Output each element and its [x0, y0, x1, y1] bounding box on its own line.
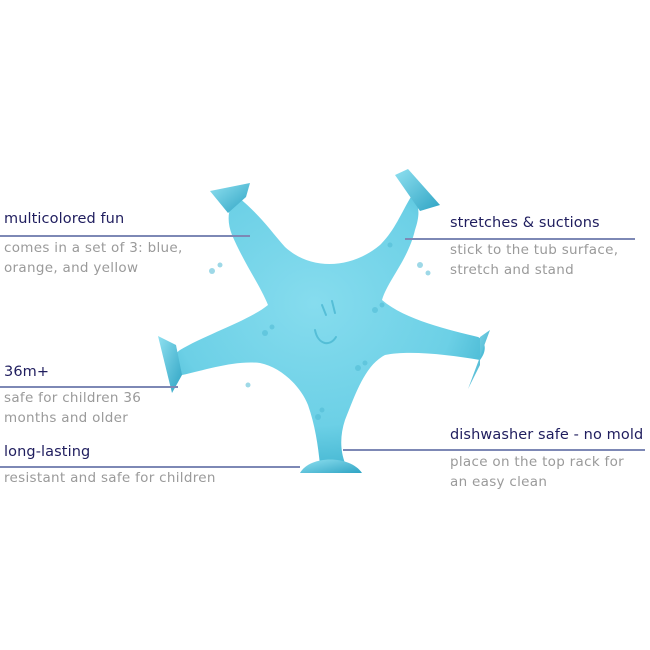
- feature-title-dishwasher: dishwasher safe - no mold: [450, 427, 644, 443]
- feature-desc-age: safe for children 36 months and older: [4, 388, 141, 428]
- feature-title-stretches: stretches & suctions: [450, 215, 600, 231]
- desc-line: safe for children 36: [4, 390, 142, 406]
- feature-desc-multicolored: comes in a set of 3: blue, orange, and y…: [4, 238, 183, 278]
- feature-title-age: 36m+: [4, 364, 50, 380]
- desc-line: months and older: [4, 410, 129, 426]
- starfish-toy-image: [158, 169, 490, 473]
- desc-line: orange, and yellow: [4, 260, 139, 276]
- desc-line: comes in a set of 3: blue,: [4, 240, 183, 256]
- feature-title-multicolored: multicolored fun: [4, 211, 125, 227]
- feature-title-long-lasting: long-lasting: [4, 444, 91, 460]
- feature-divider: [343, 449, 645, 451]
- desc-line: place on the top rack for: [450, 454, 624, 470]
- feature-divider: [0, 386, 178, 388]
- desc-line: stick to the tub surface,: [450, 242, 619, 258]
- feature-divider: [0, 235, 250, 237]
- feature-desc-long-lasting: resistant and safe for children: [4, 468, 216, 488]
- feature-desc-dishwasher: place on the top rack for an easy clean: [450, 452, 624, 492]
- feature-divider: [0, 466, 300, 468]
- desc-line: stretch and stand: [450, 262, 574, 278]
- desc-line: an easy clean: [450, 474, 548, 490]
- feature-divider: [405, 238, 635, 240]
- desc-line: resistant and safe for children: [4, 470, 216, 486]
- feature-desc-stretches: stick to the tub surface, stretch and st…: [450, 240, 618, 280]
